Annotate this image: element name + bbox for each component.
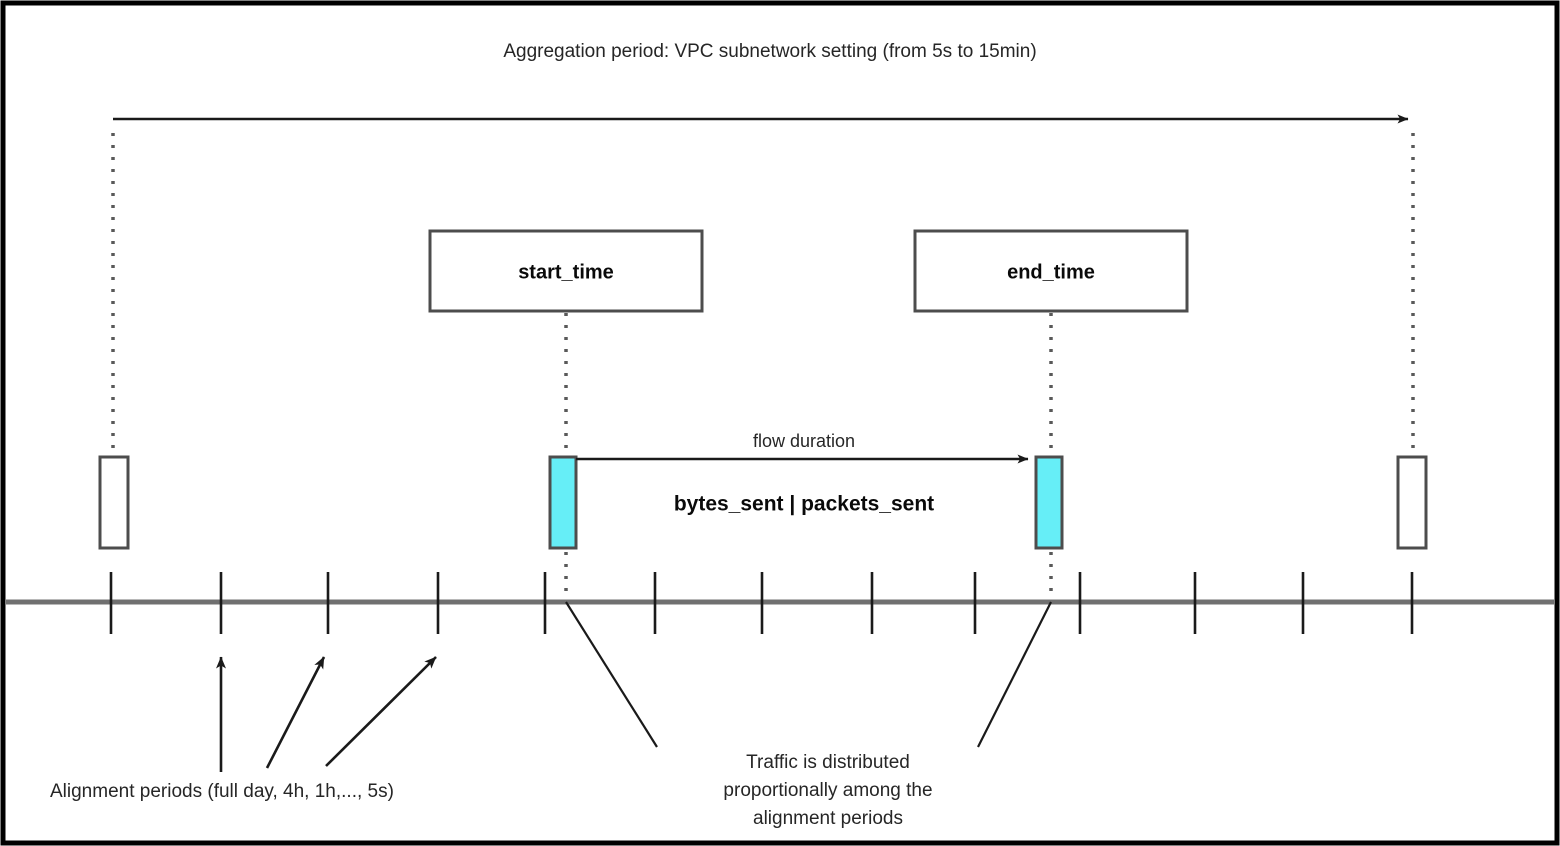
end-time-box-label: end_time (1007, 261, 1095, 283)
traffic-caption-leader-left (565, 601, 658, 748)
traffic-caption-line-1: Traffic is distributed (746, 752, 910, 773)
traffic-caption-line-3: alignment periods (753, 808, 903, 829)
end-time-box[interactable] (913, 229, 1189, 313)
diagram-title: Aggregation period: VPC subnetwork setti… (503, 41, 1036, 62)
traffic-caption-line-2: proportionally among the (723, 780, 932, 801)
start-time-box[interactable] (428, 229, 704, 313)
aggregation-end-marker-bar (1396, 455, 1428, 550)
alignment-periods-caption: Alignment periods (full day, 4h, 1h,...,… (50, 781, 394, 802)
flow-duration-label: flow duration (753, 431, 855, 451)
flow-start-bar (548, 455, 578, 550)
flow-end-bar (1034, 455, 1064, 550)
traffic-caption-leader-right (977, 601, 1052, 748)
alignment-period-arrow-3 (325, 656, 437, 767)
start-time-box-label: start_time (518, 261, 614, 283)
bytes-packets-sent-label: bytes_sent | packets_sent (674, 493, 934, 516)
alignment-period-arrow-2 (265, 656, 326, 769)
aggregation-start-marker-bar (98, 455, 130, 550)
